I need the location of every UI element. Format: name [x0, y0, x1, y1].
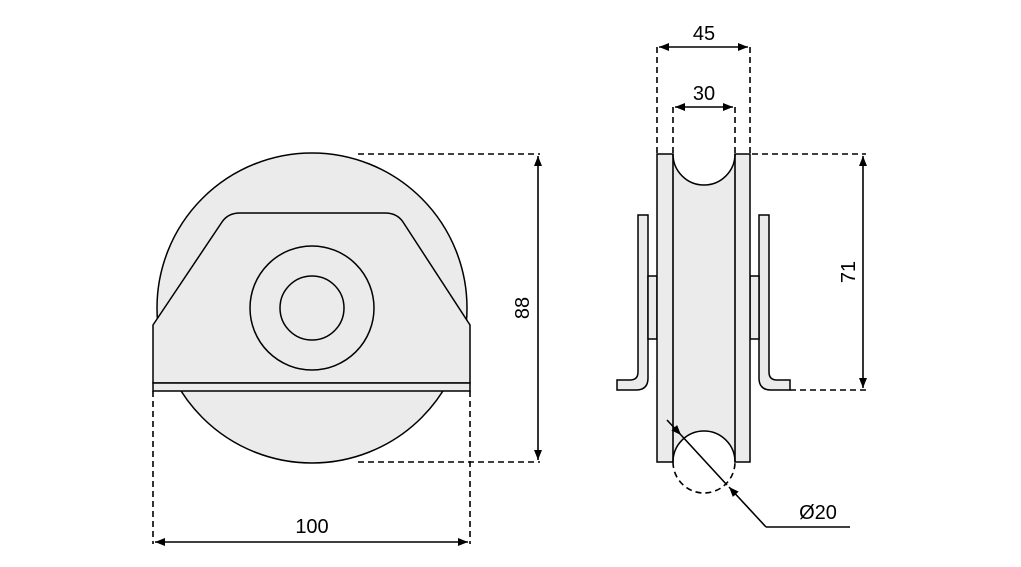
- front-view: [152, 152, 471, 464]
- left-hub-spacer: [647, 275, 658, 340]
- groove-circle-hidden: [672, 461, 736, 494]
- front-dimensions: 88 100: [152, 153, 542, 546]
- width-dimension-label: 100: [295, 516, 328, 538]
- outer-width-label: 45: [693, 23, 715, 45]
- bracket-height-label: 71: [838, 261, 860, 283]
- groove-diameter-label: Ø20: [799, 502, 837, 524]
- left-bracket: [616, 214, 649, 391]
- hub-bore: [279, 275, 345, 341]
- wheel-profile: [656, 153, 751, 463]
- side-view: [616, 153, 791, 494]
- height-dimension-label: 88: [512, 297, 534, 319]
- bracket-base-plate: [152, 382, 471, 392]
- right-bracket: [758, 214, 791, 391]
- groove-width-label: 30: [693, 83, 715, 105]
- right-hub-spacer: [749, 275, 760, 340]
- side-dimensions: 45 30 71 Ø20: [656, 23, 867, 528]
